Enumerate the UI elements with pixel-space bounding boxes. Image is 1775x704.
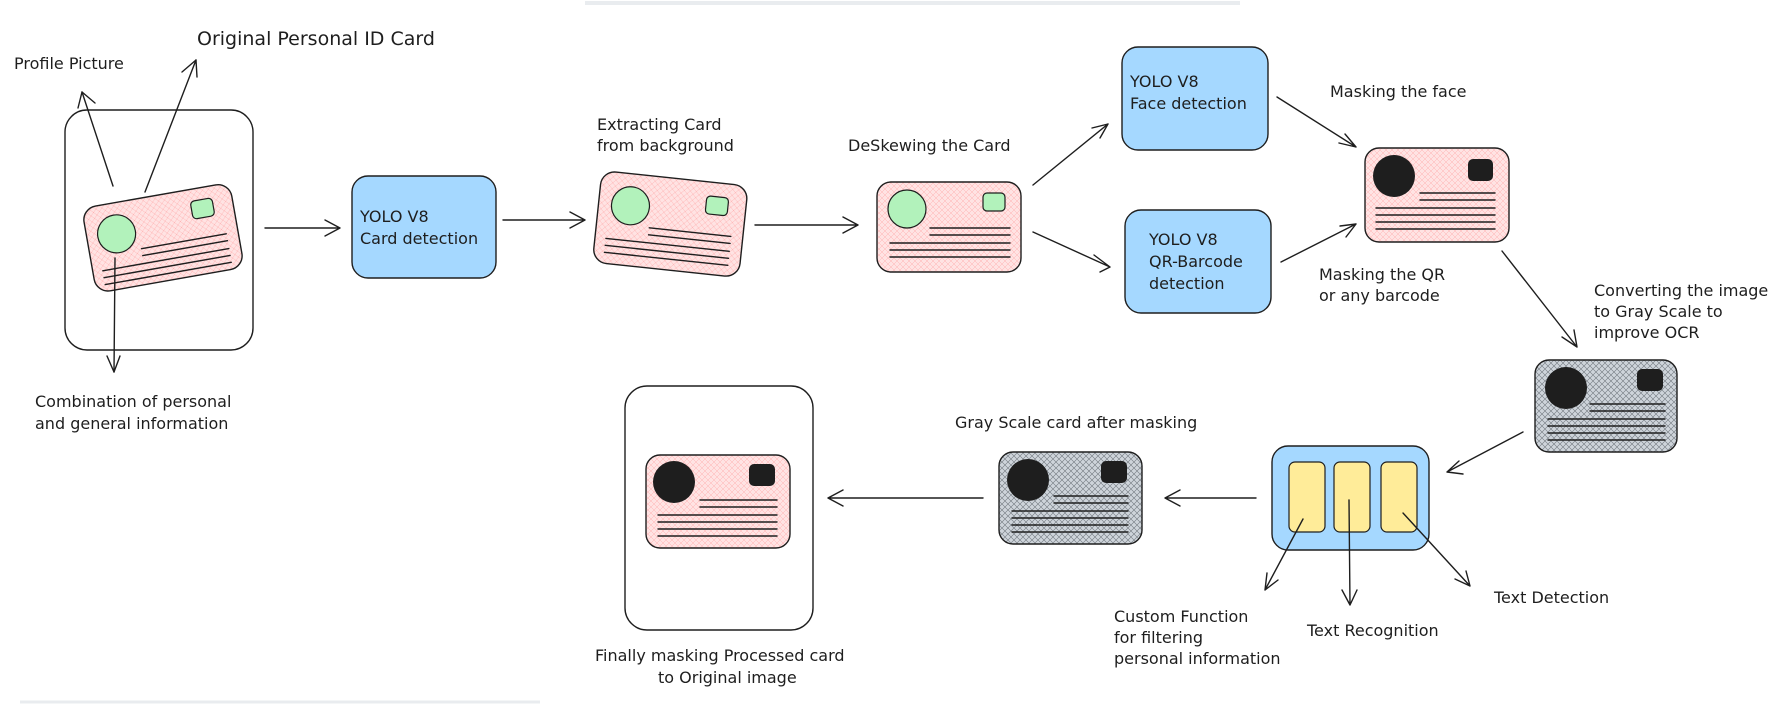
arrow-to-custom-function [1264, 518, 1304, 591]
label-profile-picture: Profile Picture [14, 54, 124, 73]
label-gray-convert-3: improve OCR [1594, 323, 1699, 342]
extracted-card [593, 171, 748, 277]
deskewed-card [876, 181, 1022, 273]
masked-barcode-icon [1101, 461, 1127, 483]
arrow-face-to-masked [1276, 96, 1357, 148]
gray-masked-card [998, 451, 1143, 545]
label-extracting-2: from background [597, 136, 734, 155]
label-text-detection: Text Detection [1493, 588, 1609, 607]
arrow-to-face-detection [1032, 123, 1109, 186]
yolo-card-detection-box [351, 175, 497, 279]
arrow-to-text-recognition [1341, 499, 1358, 606]
label-masking-qr-1: Masking the QR [1319, 265, 1445, 284]
masked-face-icon [1373, 155, 1415, 197]
label-gray-convert-1: Converting the image [1594, 281, 1768, 300]
label-final-2: to Original image [658, 668, 797, 687]
barcode-icon [190, 197, 215, 220]
masked-face-icon [1545, 367, 1587, 409]
masked-face-icon [653, 461, 695, 503]
arrow-to-combination-label [113, 257, 116, 373]
barcode-icon [982, 192, 1006, 212]
arrow-to-text-detection [1402, 512, 1471, 587]
face-detection-line1: YOLO V8 [1129, 72, 1199, 91]
profile-photo-icon [610, 186, 651, 226]
qr-detection-line3: detection [1149, 274, 1225, 293]
barcode-icon [704, 195, 730, 217]
arrow-to-original-label [144, 59, 197, 193]
label-final-1: Finally masking Processed card [595, 646, 845, 665]
masked-card [1364, 147, 1510, 243]
qr-detection-line1: YOLO V8 [1148, 230, 1218, 249]
label-masking-qr-2: or any barcode [1319, 286, 1440, 305]
label-combination-1: Combination of personal [35, 392, 231, 411]
label-custom-3: personal information [1114, 649, 1281, 668]
label-original-card: Original Personal ID Card [197, 28, 435, 50]
ocr-slot-recognition [1333, 461, 1371, 533]
arrow-to-gray-card [1501, 250, 1578, 348]
profile-photo-icon [96, 214, 137, 254]
masked-barcode-icon [749, 464, 775, 486]
qr-detection-line2: QR-Barcode [1149, 252, 1243, 271]
label-masking-face: Masking the face [1330, 82, 1466, 101]
ocr-slot-detection [1380, 461, 1418, 533]
gray-card [1534, 359, 1678, 453]
arrow-to-ocr-box [1446, 431, 1524, 475]
arrow-to-profile-label [81, 91, 114, 187]
label-gray-after-masking: Gray Scale card after masking [955, 413, 1197, 432]
masked-barcode-icon [1468, 159, 1493, 181]
arrow-to-gray-masked-card [1164, 489, 1257, 507]
arrow-to-card-detection [264, 219, 341, 237]
card-detection-line1: YOLO V8 [359, 207, 429, 226]
masked-face-icon [1007, 459, 1049, 501]
card-detection-line2: Card detection [360, 229, 478, 248]
arrow-to-final-image [827, 489, 984, 507]
final-card [645, 454, 791, 549]
yolo-qr-detection-box [1124, 209, 1272, 314]
arrow-to-extracted-card [502, 211, 586, 229]
profile-photo-icon [887, 189, 927, 229]
label-custom-2: for filtering [1114, 628, 1203, 647]
masked-barcode-icon [1637, 369, 1663, 391]
label-combination-2: and general information [35, 414, 228, 433]
arrow-qr-to-masked [1280, 223, 1357, 263]
label-extracting-1: Extracting Card [597, 115, 722, 134]
arrow-to-deskewed-card [754, 216, 859, 234]
face-detection-line2: Face detection [1130, 94, 1247, 113]
ocr-slot-filter [1288, 461, 1326, 533]
original-card [83, 183, 243, 292]
label-text-recognition: Text Recognition [1306, 621, 1439, 640]
arrow-to-qr-detection [1032, 231, 1111, 273]
yolo-face-detection-box [1121, 46, 1269, 151]
label-custom-1: Custom Function [1114, 607, 1248, 626]
label-deskewing: DeSkewing the Card [848, 136, 1011, 155]
label-gray-convert-2: to Gray Scale to [1594, 302, 1723, 321]
